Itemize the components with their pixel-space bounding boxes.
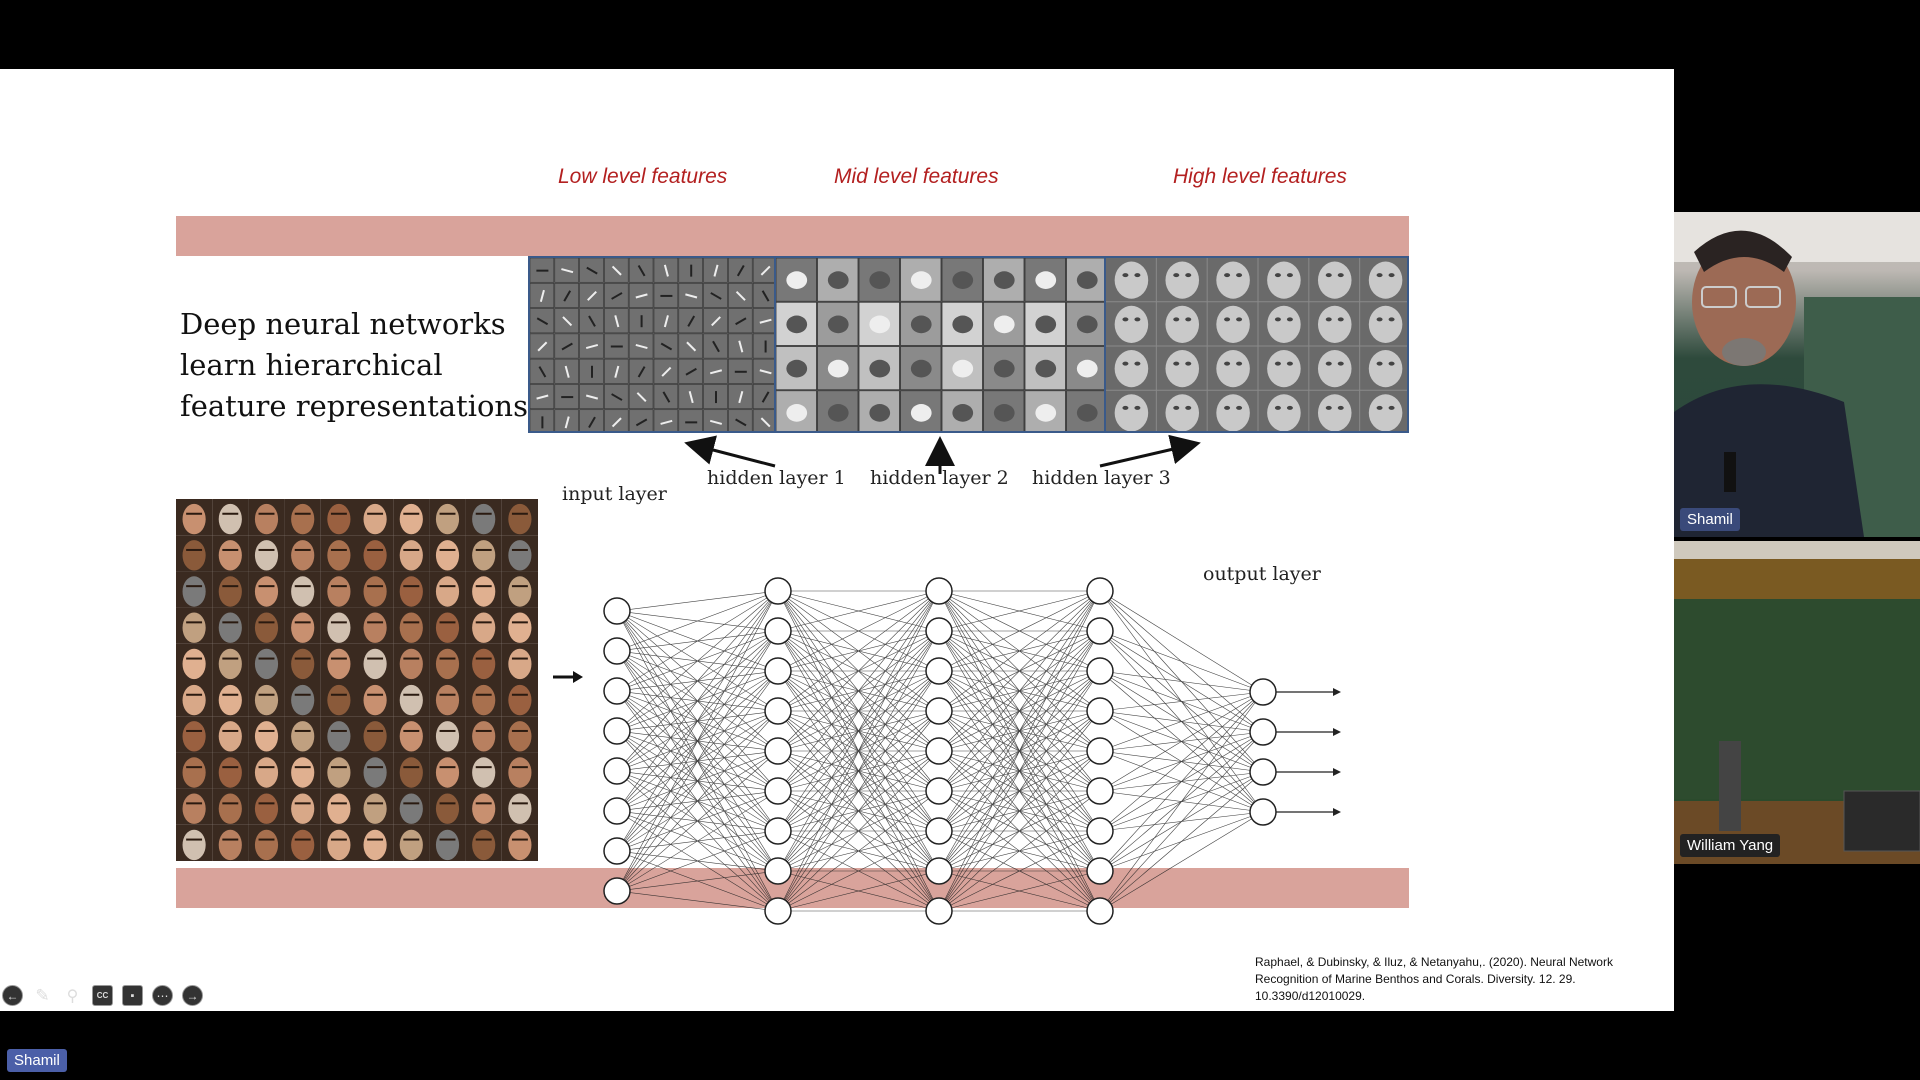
input-layer-label: input layer: [562, 483, 667, 505]
zoom-icon[interactable]: ⚲: [66, 987, 79, 1005]
video-tile-shamil[interactable]: Shamil: [1674, 212, 1920, 537]
hidden-layer-3-label: hidden layer 3: [1032, 467, 1171, 489]
forward-arrow-icon[interactable]: →: [182, 985, 203, 1006]
high-level-features-image: [1104, 256, 1409, 433]
top-band: [176, 216, 1409, 256]
high-level-features-label: High level features: [1173, 165, 1347, 188]
low-level-features-image: [528, 256, 776, 433]
closed-captions-icon[interactable]: CC: [92, 985, 113, 1006]
shared-slide: Low level features Mid level features Hi…: [0, 69, 1674, 1011]
participant-video-william-yang: [1674, 541, 1920, 864]
mid-level-features-label: Mid level features: [834, 165, 999, 188]
layer-to-feature-arrows: [684, 434, 1201, 474]
output-layer-label: output layer: [1203, 563, 1321, 585]
hidden-layer-2-label: hidden layer 2: [870, 467, 1009, 489]
presentation-toolbar: ← ✎ ⚲ CC ▪ ⋯ →: [2, 985, 203, 1006]
back-arrow-icon[interactable]: ←: [2, 985, 23, 1006]
hidden-layer-1-label: hidden layer 1: [707, 467, 846, 489]
active-speaker-name: Shamil: [7, 1049, 67, 1072]
input-faces-mosaic: [176, 499, 538, 861]
participant-video-shamil: [1674, 212, 1920, 537]
video-off-icon[interactable]: ▪: [122, 985, 143, 1006]
mid-level-features-image: [774, 256, 1106, 433]
neural-network-diagram: [603, 577, 1341, 925]
slide-heading: Deep neural networks learn hierarchical …: [180, 307, 528, 423]
pen-icon[interactable]: ✎: [35, 985, 50, 1005]
video-tile-william-yang[interactable]: William Yang: [1674, 541, 1920, 864]
participant-name-william-yang: William Yang: [1680, 834, 1781, 857]
more-icon[interactable]: ⋯: [152, 985, 173, 1006]
input-arrow: [553, 671, 583, 683]
citation: Raphael, & Dubinsky, & Iluz, & Netanyahu…: [1255, 955, 1613, 1003]
low-level-features-label: Low level features: [558, 165, 728, 188]
participant-name-shamil: Shamil: [1680, 508, 1740, 531]
